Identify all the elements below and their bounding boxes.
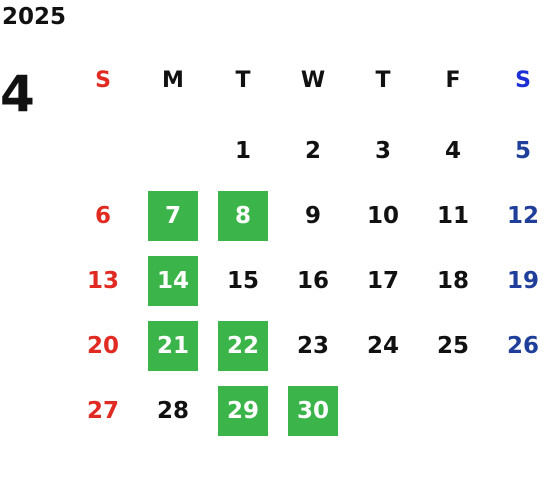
day-cell-3[interactable]: 3: [374, 138, 391, 164]
weekday-header-fri: F: [445, 68, 461, 93]
day-cell-10[interactable]: 10: [366, 203, 399, 229]
day-cell-28[interactable]: 28: [156, 398, 189, 424]
day-cell-12[interactable]: 12: [506, 203, 539, 229]
day-cell-16[interactable]: 16: [296, 268, 329, 294]
day-cell-4[interactable]: 4: [444, 138, 461, 164]
day-cell-24[interactable]: 24: [366, 333, 399, 359]
weekday-header-sun: S: [95, 68, 111, 93]
day-cell-1[interactable]: 1: [234, 138, 251, 164]
day-cell-5[interactable]: 5: [514, 138, 531, 164]
weekday-header-thu: T: [375, 68, 391, 93]
day-cell-13[interactable]: 13: [86, 268, 119, 294]
day-cell-25[interactable]: 25: [436, 333, 469, 359]
day-cell-7[interactable]: 7: [148, 191, 198, 241]
weekday-header-mon: M: [162, 68, 184, 93]
day-cell-27[interactable]: 27: [86, 398, 119, 424]
day-cell-22[interactable]: 22: [218, 321, 268, 371]
day-cell-19[interactable]: 19: [506, 268, 539, 294]
day-cell-2[interactable]: 2: [304, 138, 321, 164]
day-cell-14[interactable]: 14: [148, 256, 198, 306]
day-cell-30[interactable]: 30: [288, 386, 338, 436]
day-cell-15[interactable]: 15: [226, 268, 259, 294]
day-cell-21[interactable]: 21: [148, 321, 198, 371]
weekday-header-tue: T: [235, 68, 251, 93]
day-cell-29[interactable]: 29: [218, 386, 268, 436]
day-cell-8[interactable]: 8: [218, 191, 268, 241]
day-cell-26[interactable]: 26: [506, 333, 539, 359]
weekday-header-wed: W: [300, 68, 326, 93]
day-cell-23[interactable]: 23: [296, 333, 329, 359]
day-cell-20[interactable]: 20: [86, 333, 119, 359]
day-cell-6[interactable]: 6: [94, 203, 111, 229]
day-cell-9[interactable]: 9: [304, 203, 321, 229]
day-cell-18[interactable]: 18: [436, 268, 469, 294]
day-cell-17[interactable]: 17: [366, 268, 399, 294]
month-label: 4: [0, 65, 35, 123]
weekday-header-sat: S: [515, 68, 531, 93]
year-label: 2025: [2, 4, 67, 30]
day-cell-11[interactable]: 11: [436, 203, 469, 229]
